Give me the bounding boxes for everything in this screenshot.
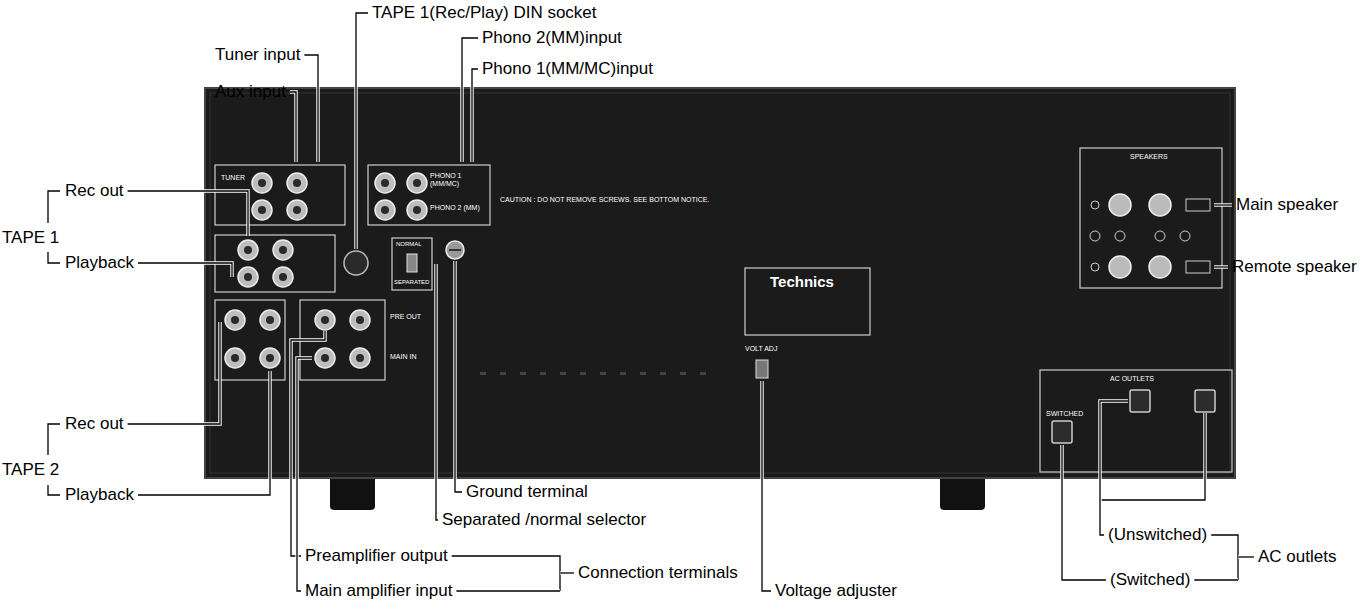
- leader-line: [436, 264, 438, 520]
- leader-line: [456, 590, 560, 591]
- leader-halo: [1238, 555, 1254, 558]
- callout-label: TAPE 2: [2, 460, 59, 480]
- nameplate: [745, 268, 870, 335]
- leader-halo: [1194, 578, 1238, 581]
- callout-label: Preamplifier output: [305, 546, 448, 566]
- ground-terminal: [446, 241, 464, 259]
- leader-halo: [762, 381, 771, 591]
- callout-label: Phono 1(MM/MC)input: [482, 59, 653, 79]
- callout-label: (Unswitched): [1108, 525, 1207, 545]
- leader-line: [462, 38, 478, 162]
- tape2-panel: [215, 300, 285, 380]
- terminal-panels: [215, 148, 1232, 472]
- leader-halo: [1062, 445, 1106, 580]
- callout-label: Phono 2(MM)input: [482, 28, 622, 48]
- callout-label: Rec out: [65, 181, 124, 201]
- phono-panel: [368, 165, 490, 225]
- callout-label: Rec out: [65, 414, 124, 434]
- panel-marking: PHONO 2 (MM): [430, 204, 480, 212]
- callout-label: TAPE 1(Rec/Play) DIN socket: [372, 3, 597, 23]
- leader-line: [455, 261, 462, 492]
- panel-marking: NORMAL: [396, 241, 422, 248]
- leader-halo: [456, 589, 560, 592]
- panel-marking: CAUTION : DO NOT REMOVE SCREWS. SEE BOTT…: [500, 196, 709, 204]
- leader-halo: [455, 261, 462, 492]
- leader-line: [290, 92, 296, 162]
- callout-label: Aux input: [215, 82, 286, 102]
- leader-line: [138, 371, 270, 495]
- leader-halo: [472, 69, 478, 162]
- callout-label: Connection terminals: [578, 563, 738, 583]
- leader-halo: [138, 371, 270, 495]
- callout-label: Main amplifier input: [305, 581, 452, 601]
- panel-marking: SEPARATED: [394, 279, 429, 286]
- din-socket: [344, 251, 368, 275]
- leader-line: [1062, 445, 1106, 580]
- leader-halo: [138, 263, 232, 277]
- leader-halo: [452, 556, 560, 591]
- leader-halo: [128, 322, 220, 424]
- leader-halo: [462, 38, 478, 162]
- leader-line: [1211, 535, 1238, 580]
- leader-halo: [290, 92, 296, 162]
- leader-halo: [1214, 203, 1232, 206]
- panel-marking: Technics: [770, 274, 834, 291]
- leader-line: [762, 381, 771, 591]
- callout-label: Playback: [65, 253, 134, 273]
- leader-line: [560, 572, 574, 573]
- callout-label: Voltage adjuster: [775, 581, 897, 601]
- chassis: [205, 88, 1235, 478]
- leader-line: [472, 69, 478, 162]
- callout-label: Ground terminal: [466, 482, 588, 502]
- leader-line: [1238, 556, 1254, 557]
- panel-marking: SPEAKERS: [1130, 153, 1168, 161]
- leader-halo: [1214, 265, 1228, 268]
- panel-marking: SWITCHED: [1046, 410, 1083, 418]
- leader-halo: [304, 55, 318, 162]
- callout-label: (Switched): [1110, 570, 1190, 590]
- leader-line: [1214, 266, 1228, 267]
- chassis-edge: [210, 93, 1230, 473]
- selector-panel: [392, 238, 432, 290]
- leader-halo: [356, 13, 368, 249]
- panel-marking: TUNER: [221, 174, 245, 182]
- leader-halo: [1100, 401, 1128, 535]
- panel-marking: PRE OUT: [390, 313, 421, 321]
- panel-marking: VOLT ADJ: [745, 345, 777, 353]
- selector-switch: [407, 254, 417, 272]
- callout-label: Remote speaker: [1232, 257, 1357, 277]
- callout-label: Main speaker: [1236, 195, 1338, 215]
- leader-halo: [436, 264, 438, 520]
- panel-marking: MAIN IN: [390, 353, 416, 361]
- leader-line: [128, 191, 248, 236]
- leader-line: [138, 263, 232, 277]
- tuner-aux-panel: [215, 165, 345, 225]
- callout-label: AC outlets: [1258, 547, 1336, 567]
- speaker-panel: [1080, 148, 1222, 288]
- callout-label: TAPE 1: [2, 228, 59, 248]
- callout-label: Separated /normal selector: [442, 510, 646, 530]
- leader-line: [452, 556, 560, 591]
- leader-line: [1194, 579, 1238, 580]
- leader-halo: [128, 191, 248, 236]
- leader-line: [128, 322, 220, 424]
- leader-line: [1100, 401, 1128, 535]
- leader-halo: [560, 571, 574, 574]
- panel-marking: AC OUTLETS: [1110, 375, 1154, 383]
- ac-outlet-panel: [1040, 370, 1232, 472]
- speaker-terminals: [1090, 194, 1210, 278]
- leader-line: [356, 13, 368, 249]
- panel-marking: PHONO 1 (MM/MC): [430, 172, 485, 187]
- vent-slots: [480, 372, 706, 375]
- callout-label: Tuner input: [215, 45, 300, 65]
- voltage-switch: [756, 360, 768, 378]
- leader-line: [1214, 204, 1232, 205]
- leader-halo: [1211, 535, 1238, 580]
- outlet-join-line: [1100, 413, 1205, 500]
- callout-label: Playback: [65, 485, 134, 505]
- leader-line: [304, 55, 318, 162]
